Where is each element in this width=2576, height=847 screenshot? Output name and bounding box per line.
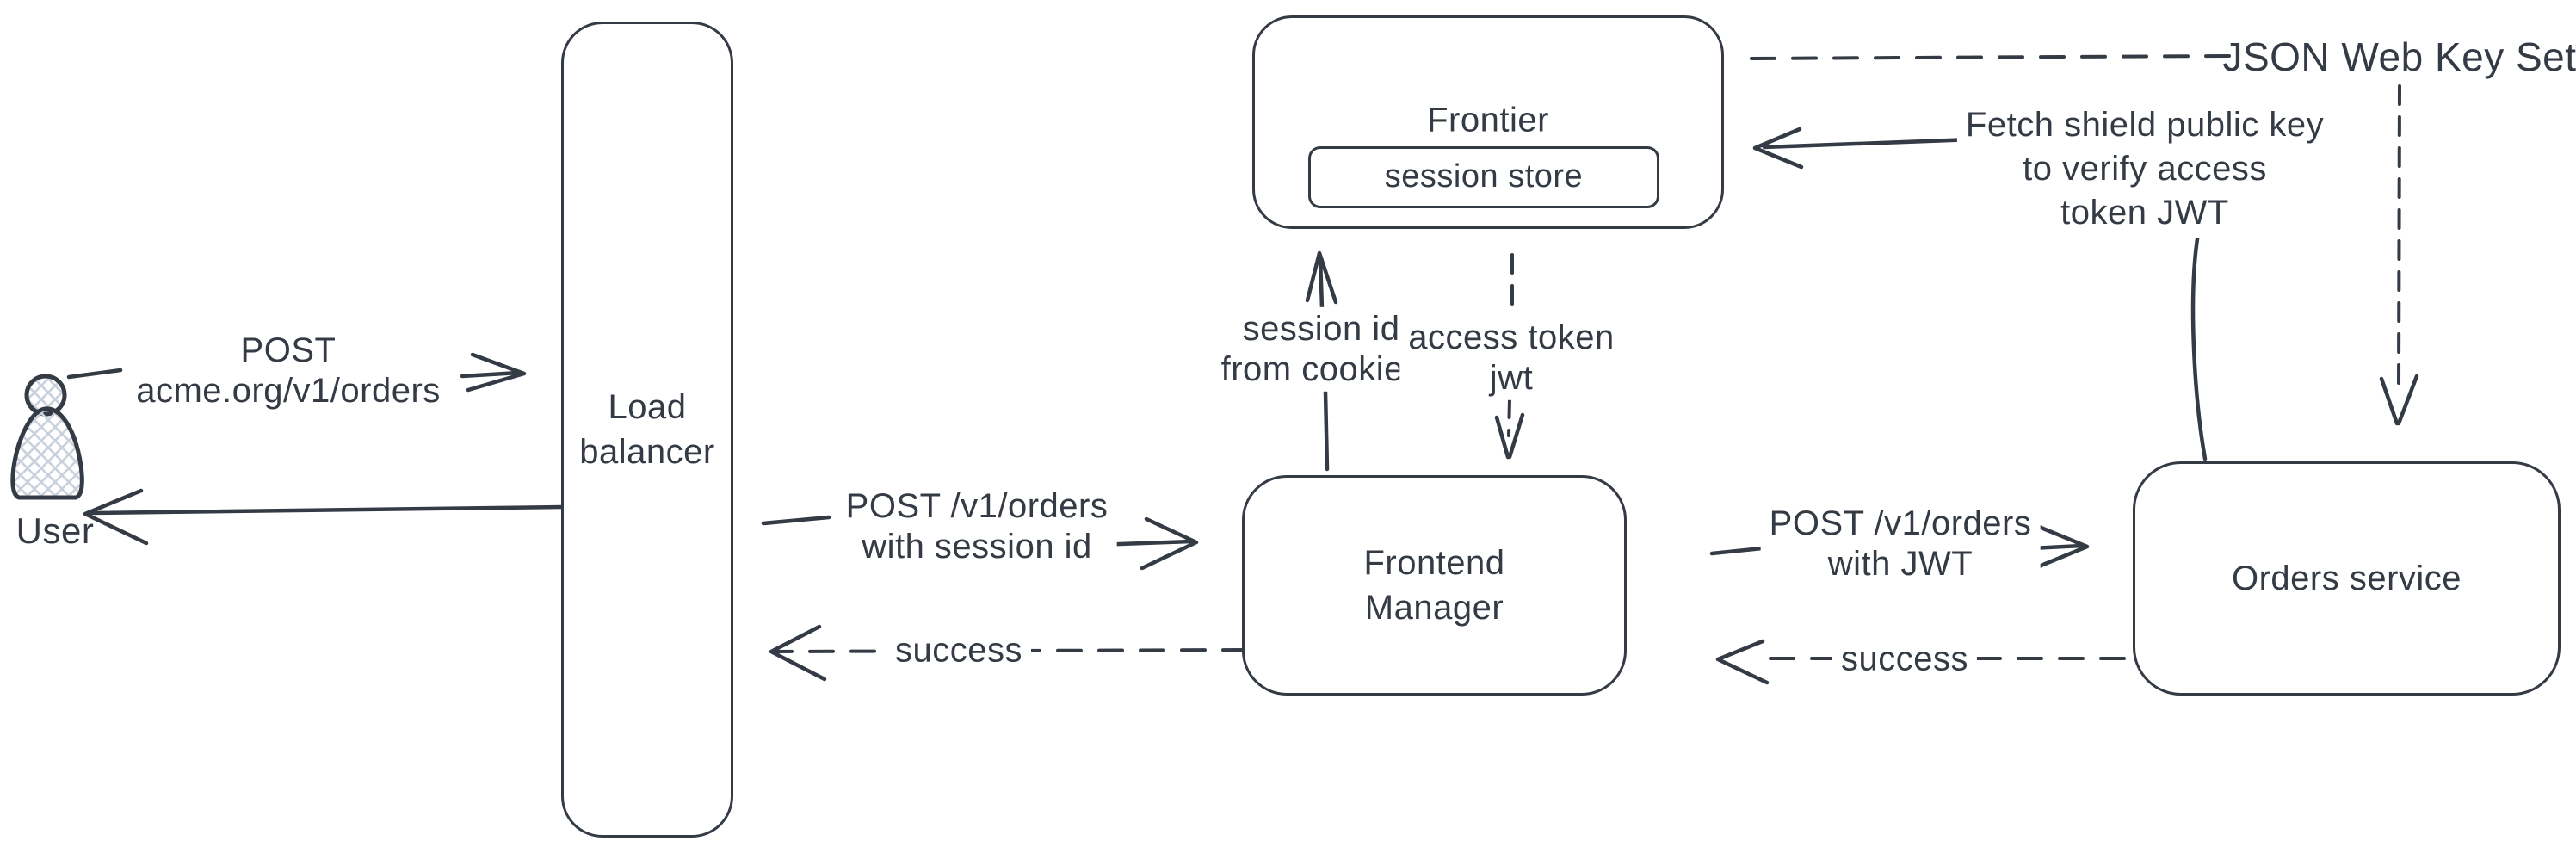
edge-label-access-token-jwt: access token jwt <box>1399 315 1623 401</box>
load-balancer-label: Load balancer <box>579 388 715 471</box>
session-store-label: session store <box>1384 158 1584 195</box>
edge-label-post-jwt: POST /v1/orders with JWT <box>1760 501 2041 587</box>
frontier-label: Frontier <box>1427 101 1549 139</box>
arrowhead-fm-to-lb-success <box>769 624 827 682</box>
arrow-lb-to-user <box>83 488 565 546</box>
node-frontend-manager[interactable]: Frontend Manager <box>1242 475 1627 696</box>
arrowhead-frontier-to-fm <box>1494 412 1525 460</box>
line-frontier-to-jwks <box>1744 54 2231 60</box>
frontend-manager-label: Frontend Manager <box>1363 544 1505 627</box>
arrowhead-orders-to-fm-success <box>1715 639 1770 685</box>
arrow-jwks-to-orders <box>2397 84 2401 389</box>
jwks-label: JSON Web Key Set <box>2222 34 2576 79</box>
node-session-store[interactable]: session store <box>1308 146 1659 208</box>
arrow-frontier-to-fm <box>1507 253 1514 437</box>
user-label: User <box>15 510 95 552</box>
edge-label-success-left: success <box>886 628 1031 673</box>
edge-label-post-session-id: POST /v1/orders with session id <box>837 484 1117 570</box>
user-icon[interactable] <box>10 374 84 500</box>
edge-label-fetch-public-key: Fetch shield public key to verify access… <box>1956 102 2333 238</box>
arrowhead-jwks-to-orders <box>2379 374 2419 426</box>
arrow-orders-to-frontier <box>1752 127 2208 461</box>
node-orders-service[interactable]: Orders service <box>2133 461 2561 696</box>
edge-label-success-right: success <box>1832 637 1977 682</box>
node-load-balancer[interactable]: Load balancer <box>561 22 733 838</box>
orders-service-label: Orders service <box>2231 560 2462 597</box>
edge-label-post-acme: POST acme.org/v1/orders <box>127 328 449 414</box>
arrow-fm-to-lb-success <box>773 648 1248 653</box>
arrow-user-to-lb <box>66 352 527 393</box>
arrow-fm-to-frontier <box>1305 250 1338 472</box>
edge-label-session-id-cookies: session id from cookies <box>1212 306 1430 393</box>
